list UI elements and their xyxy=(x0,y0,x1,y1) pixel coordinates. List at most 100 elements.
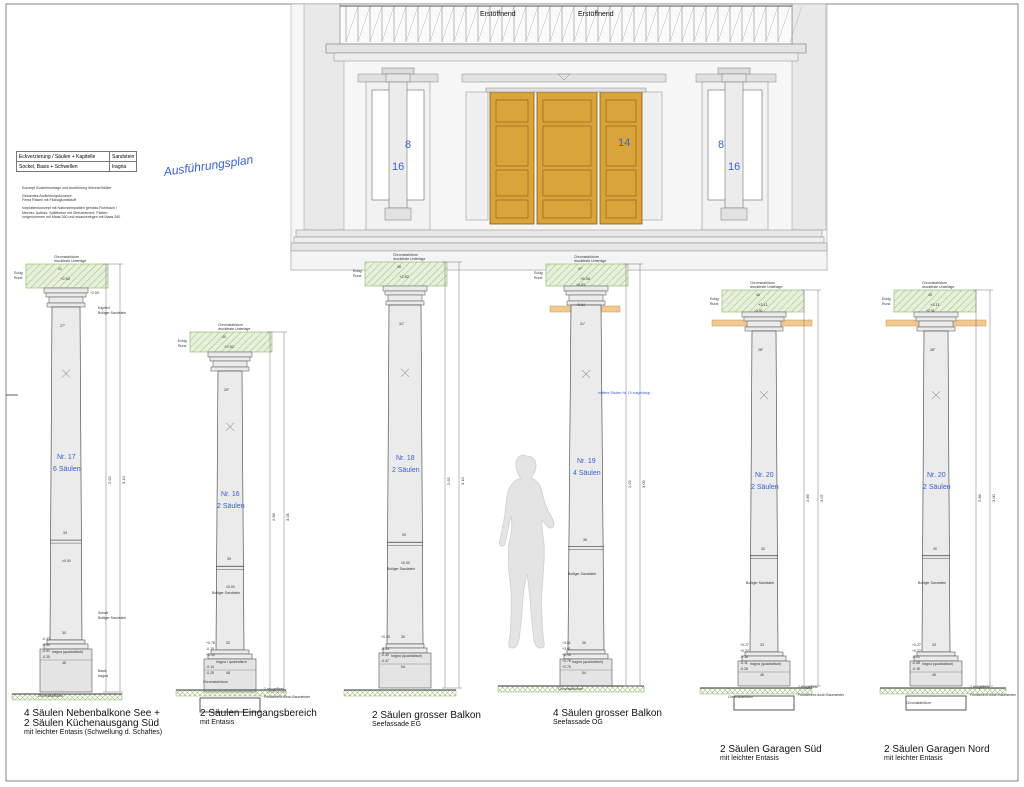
dim-angle: 31° xyxy=(399,322,405,326)
dim-w3: 39 xyxy=(227,557,231,562)
column-caption: Seefassade OG xyxy=(553,719,603,726)
column-plinth xyxy=(39,648,93,693)
column-plinth xyxy=(559,658,613,687)
dim-height1: 2.68 xyxy=(271,512,276,521)
foundation xyxy=(199,697,261,713)
dim-angle: 28° xyxy=(930,348,936,352)
dim-top: +2.52 xyxy=(399,274,410,279)
label-gefliest: 2 cm gefliest xyxy=(970,685,990,689)
dim-w1: 40 xyxy=(222,335,226,339)
label-rund: Rund xyxy=(710,302,719,306)
dim-w1: 40 xyxy=(928,293,932,297)
left-rustication xyxy=(303,3,345,231)
dim-level: -0.51 xyxy=(42,649,50,653)
label-chromstahldorn-floor: Chromstahldorn xyxy=(906,701,931,705)
column-1 xyxy=(11,263,123,701)
label-bolliger: Bolliger Sandstein xyxy=(746,580,775,585)
column-count: 6 Säulen xyxy=(53,465,81,473)
note-line: Firma Rissell mit Flüssigkunststoff xyxy=(22,198,77,203)
label-bolliger: Bolliger Sandstein xyxy=(387,567,416,572)
label-bolliger-17: Bolliger Sandstein xyxy=(98,311,127,315)
label-druckfeste: druckfeste Unterlage xyxy=(574,259,607,263)
dim-w1: 46 xyxy=(397,265,401,269)
dim-level: -0.33 xyxy=(42,637,50,641)
dim-w2: 30 xyxy=(62,631,66,635)
label-rund: Rund xyxy=(14,276,23,280)
dim-level: -0.25 xyxy=(206,671,214,675)
floor-hatch xyxy=(343,689,457,697)
label-rund: Rund xyxy=(534,276,543,280)
label-chromstahldorn-floor: Chromstahldorn xyxy=(38,694,63,698)
dim-w1: 47 xyxy=(578,267,582,271)
column-number: Nr. 20 xyxy=(927,471,946,479)
column-plinth xyxy=(909,660,963,687)
label-druckfeste: druckfeste Unterlage xyxy=(922,285,955,289)
column-number: Nr. 19 xyxy=(577,457,596,465)
label-gefliest: 2 cm gefliest xyxy=(798,685,818,689)
column-number: Nr. 18 xyxy=(396,454,415,462)
dim-level: -0.15 xyxy=(912,667,920,671)
dim-level-upper: +2.91 xyxy=(754,309,763,313)
dim-level: -0.33 xyxy=(381,647,389,651)
column-caption: mit leichter Entasis xyxy=(884,755,943,762)
dim-level: -0.11 xyxy=(740,661,748,665)
column-shaft xyxy=(567,304,605,651)
note-line: vorgenommen mit Maas 260 und eisasverleg… xyxy=(22,215,121,220)
dim-level: -0.14 xyxy=(206,665,214,669)
dim-w2: 36 xyxy=(582,641,586,645)
dim-top: +2.52 xyxy=(60,276,71,281)
dim-angle: 25° xyxy=(224,388,230,392)
facade-number-door: 14 xyxy=(618,137,631,149)
column-shaft xyxy=(921,330,951,653)
column-caption: 2 Säulen Küchenausgang Süd xyxy=(24,718,160,729)
dim-level: +0.29 xyxy=(381,635,390,639)
label-chromstahldorn: Chromstahldorn xyxy=(574,255,599,259)
dim-level: +0.27 xyxy=(912,643,921,647)
label-druckfeste: druckfeste Unterlage xyxy=(54,259,87,263)
label-iragna: Iragna (quadratisch) xyxy=(391,654,423,658)
note-line: Gesamtes Abdichtungskonzept xyxy=(22,193,72,198)
column-4 xyxy=(497,263,645,693)
label-eckig: Eckig xyxy=(14,271,23,275)
dim-level-upper: +5.64 xyxy=(576,303,585,307)
dim-w3: 30 xyxy=(761,546,765,551)
facade-number-left-upper: 8 xyxy=(405,139,412,151)
dim-w2: 35 xyxy=(401,635,405,639)
label-basis: Basis xyxy=(98,669,107,673)
label-fundament: Fundament durch Baumeister xyxy=(798,693,845,697)
column-6 xyxy=(879,289,1007,711)
column-caption: mit Entasis xyxy=(200,719,235,726)
legend-row: Sockel, Basis + Schwellen Iragna xyxy=(16,161,138,172)
foundation xyxy=(733,695,795,711)
dim-level: -0.26 xyxy=(740,667,748,671)
column-caption: Seefassade EG xyxy=(372,721,422,728)
column-caption: 2 Säulen Garagen Süd xyxy=(720,744,822,755)
material-legend: Eckverzierung / Säulen + Kapitelle Sands… xyxy=(16,151,138,172)
column-shaft xyxy=(49,306,83,641)
column-count: 2 Säulen xyxy=(217,502,245,510)
column-count: 4 Säulen xyxy=(573,469,601,477)
label-eckig: Eckig xyxy=(178,339,187,343)
column-3 xyxy=(343,261,462,697)
column-caption: 4 Säulen grosser Balkon xyxy=(553,708,662,719)
dim-base: 48 xyxy=(226,671,230,675)
dim-height1: 2.92 xyxy=(627,479,632,488)
dim-level: -0.40 xyxy=(381,653,389,657)
column-caption: mit leichter Entasis xyxy=(720,755,779,762)
dim-base: 46 xyxy=(932,673,936,677)
column-caption: 2 Säulen grosser Balkon xyxy=(372,710,481,721)
dim-height2: 3.09 xyxy=(641,479,646,488)
label-eckig: Eckig xyxy=(534,271,543,275)
dim-level: +0.22 xyxy=(740,649,749,653)
dim-level: ±0.00 xyxy=(401,561,410,566)
label-bolliger-17-shaft: Bolliger Sandstein xyxy=(98,616,127,620)
dim-height2: 3.10 xyxy=(121,475,126,484)
column-plinth xyxy=(203,658,257,693)
dim-w1: 40 xyxy=(756,293,760,297)
label-fundament: Fundament durch Baumeister xyxy=(264,695,311,699)
window-label-left: Erstöffnend xyxy=(480,11,516,18)
dim-level: -0.01 xyxy=(912,655,920,659)
dim-level: -0.16 xyxy=(740,655,748,659)
dim-cap: +2.53 xyxy=(90,291,99,295)
